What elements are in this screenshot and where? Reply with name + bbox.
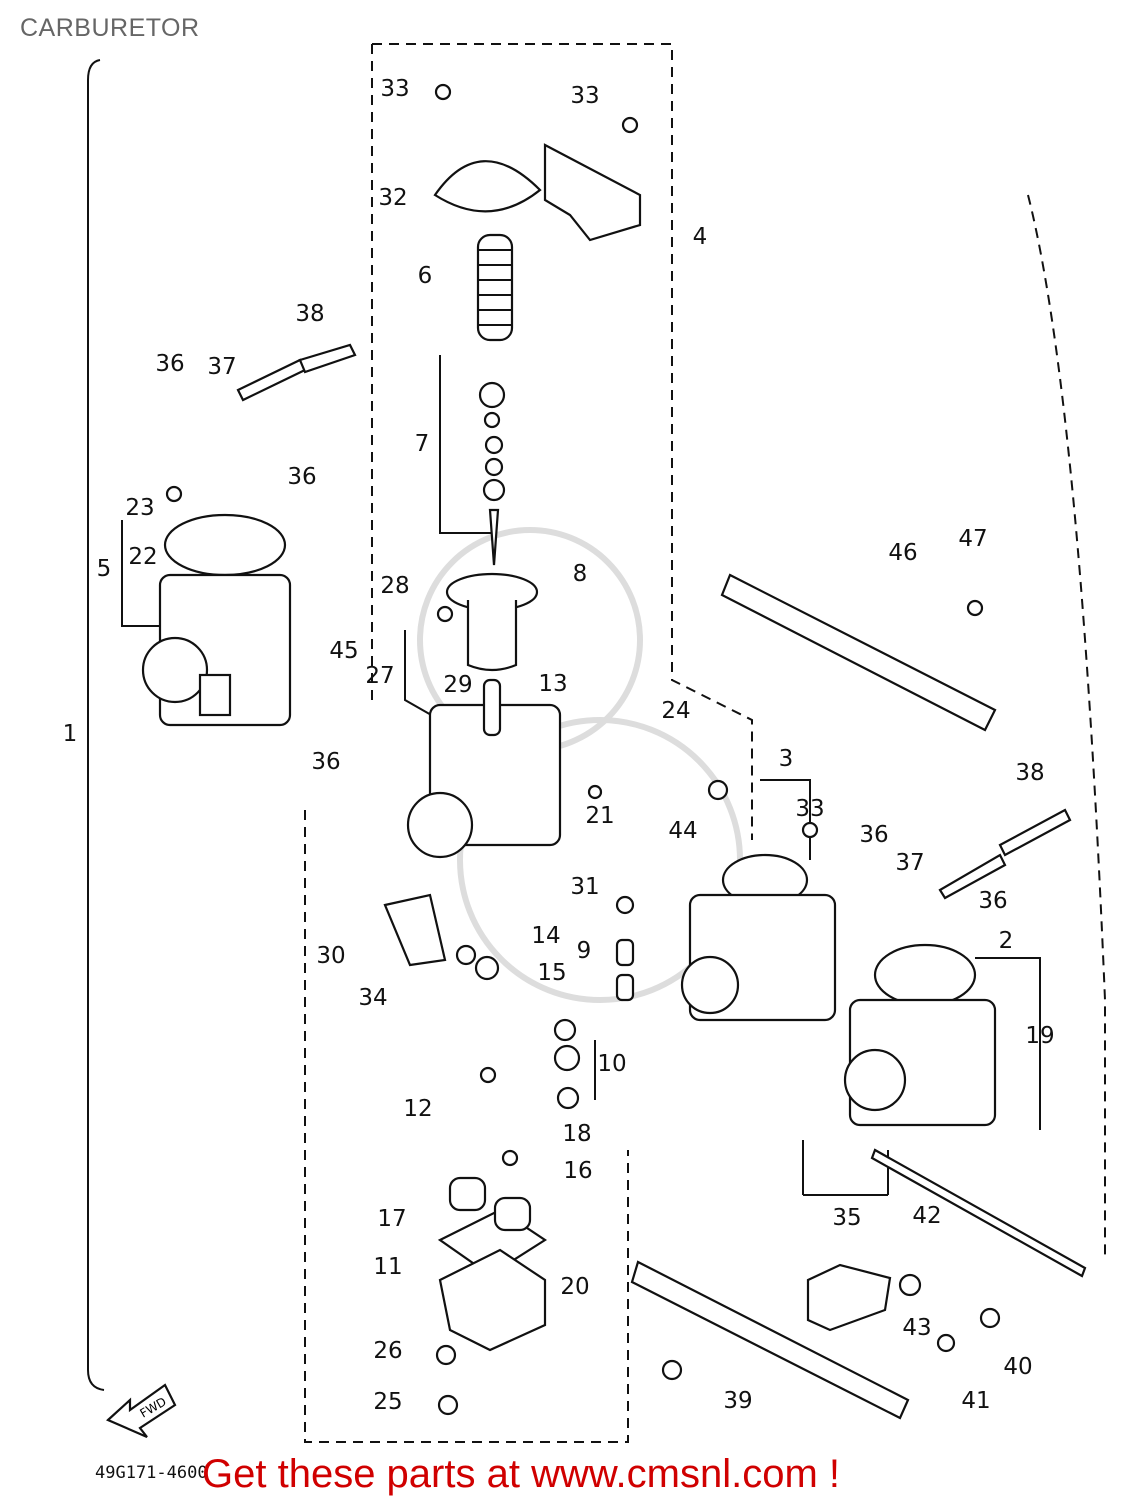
callout-label: 9: [577, 938, 592, 964]
callout-label: 36: [155, 351, 184, 377]
callout-label: 37: [895, 850, 924, 876]
callout-label: 3: [779, 746, 794, 772]
callout-label: 36: [859, 822, 888, 848]
callout-label: 12: [403, 1096, 432, 1122]
callout-label: 36: [978, 888, 1007, 914]
callout-label: 40: [1003, 1354, 1032, 1380]
callout-label: 25: [373, 1389, 402, 1415]
callout-label: 16: [563, 1158, 592, 1184]
callout-label: 35: [832, 1205, 861, 1231]
group-1-outline: [304, 810, 629, 1443]
callout-label: 21: [585, 803, 614, 829]
callout-label: 23: [125, 495, 154, 521]
callout-label: 38: [1015, 760, 1044, 786]
callout-label: 36: [287, 464, 316, 490]
callout-label: 29: [443, 672, 472, 698]
needle-set: [478, 381, 506, 566]
fwd-arrow: FWD: [106, 1383, 177, 1439]
callout-label: 10: [597, 1051, 626, 1077]
callout-label: 33: [570, 83, 599, 109]
callout-label: 13: [538, 671, 567, 697]
callout-label: 6: [418, 263, 433, 289]
callout-label: 43: [902, 1315, 931, 1341]
callout-label: 4: [693, 224, 708, 250]
small-hardware: [165, 83, 1001, 1416]
callout-label: 19: [1025, 1023, 1054, 1049]
callout-label: 42: [912, 1203, 941, 1229]
diaphragm-cover: [433, 143, 642, 242]
callout-label: 38: [295, 301, 324, 327]
assembly-bracket: [87, 59, 105, 1391]
callout-label: 37: [207, 354, 236, 380]
callout-label: 39: [723, 1388, 752, 1414]
spring: [476, 233, 514, 342]
callout-label: 33: [380, 76, 409, 102]
promo-link[interactable]: Get these parts at www.cmsnl.com !: [202, 1452, 840, 1496]
callout-label: 46: [888, 540, 917, 566]
float-bowl: [437, 1176, 548, 1352]
callout-label: 47: [958, 526, 987, 552]
callout-label: 1: [63, 721, 78, 747]
callout-label: 27: [365, 663, 394, 689]
callout-label: 44: [668, 818, 697, 844]
callout-label: 28: [380, 573, 409, 599]
callout-label: 45: [329, 638, 358, 664]
callout-label: 20: [560, 1274, 589, 1300]
callout-label: 14: [531, 923, 560, 949]
callout-label: 33: [795, 796, 824, 822]
carburetor-2: [843, 943, 997, 1127]
callout-label: 22: [128, 544, 157, 570]
callout-label: 8: [573, 561, 588, 587]
carburetor-3: [680, 853, 837, 1022]
callout-label: 17: [377, 1206, 406, 1232]
callout-label: 11: [373, 1254, 402, 1280]
callout-label: 32: [378, 185, 407, 211]
callout-label: 31: [570, 874, 599, 900]
callout-label: 15: [537, 960, 566, 986]
connecting-rods: [236, 343, 1087, 1420]
piston-valve: [445, 572, 539, 672]
callout-label: 26: [373, 1338, 402, 1364]
callout-label: 18: [562, 1121, 591, 1147]
drawing-code: 49G171-4600: [95, 1463, 208, 1483]
callout-label: 2: [999, 928, 1014, 954]
callout-label: 7: [415, 431, 430, 457]
carburetor-body-1: [406, 678, 562, 859]
page-title: CARBURETOR: [20, 14, 200, 42]
callout-label: 34: [358, 985, 387, 1011]
callout-label: 5: [97, 556, 112, 582]
callout-label: 36: [311, 749, 340, 775]
group-4-outline: [372, 43, 753, 840]
callout-label: 24: [661, 698, 690, 724]
callout-label: 41: [961, 1388, 990, 1414]
callout-label: 30: [316, 943, 345, 969]
carburetor-5: [141, 513, 292, 727]
